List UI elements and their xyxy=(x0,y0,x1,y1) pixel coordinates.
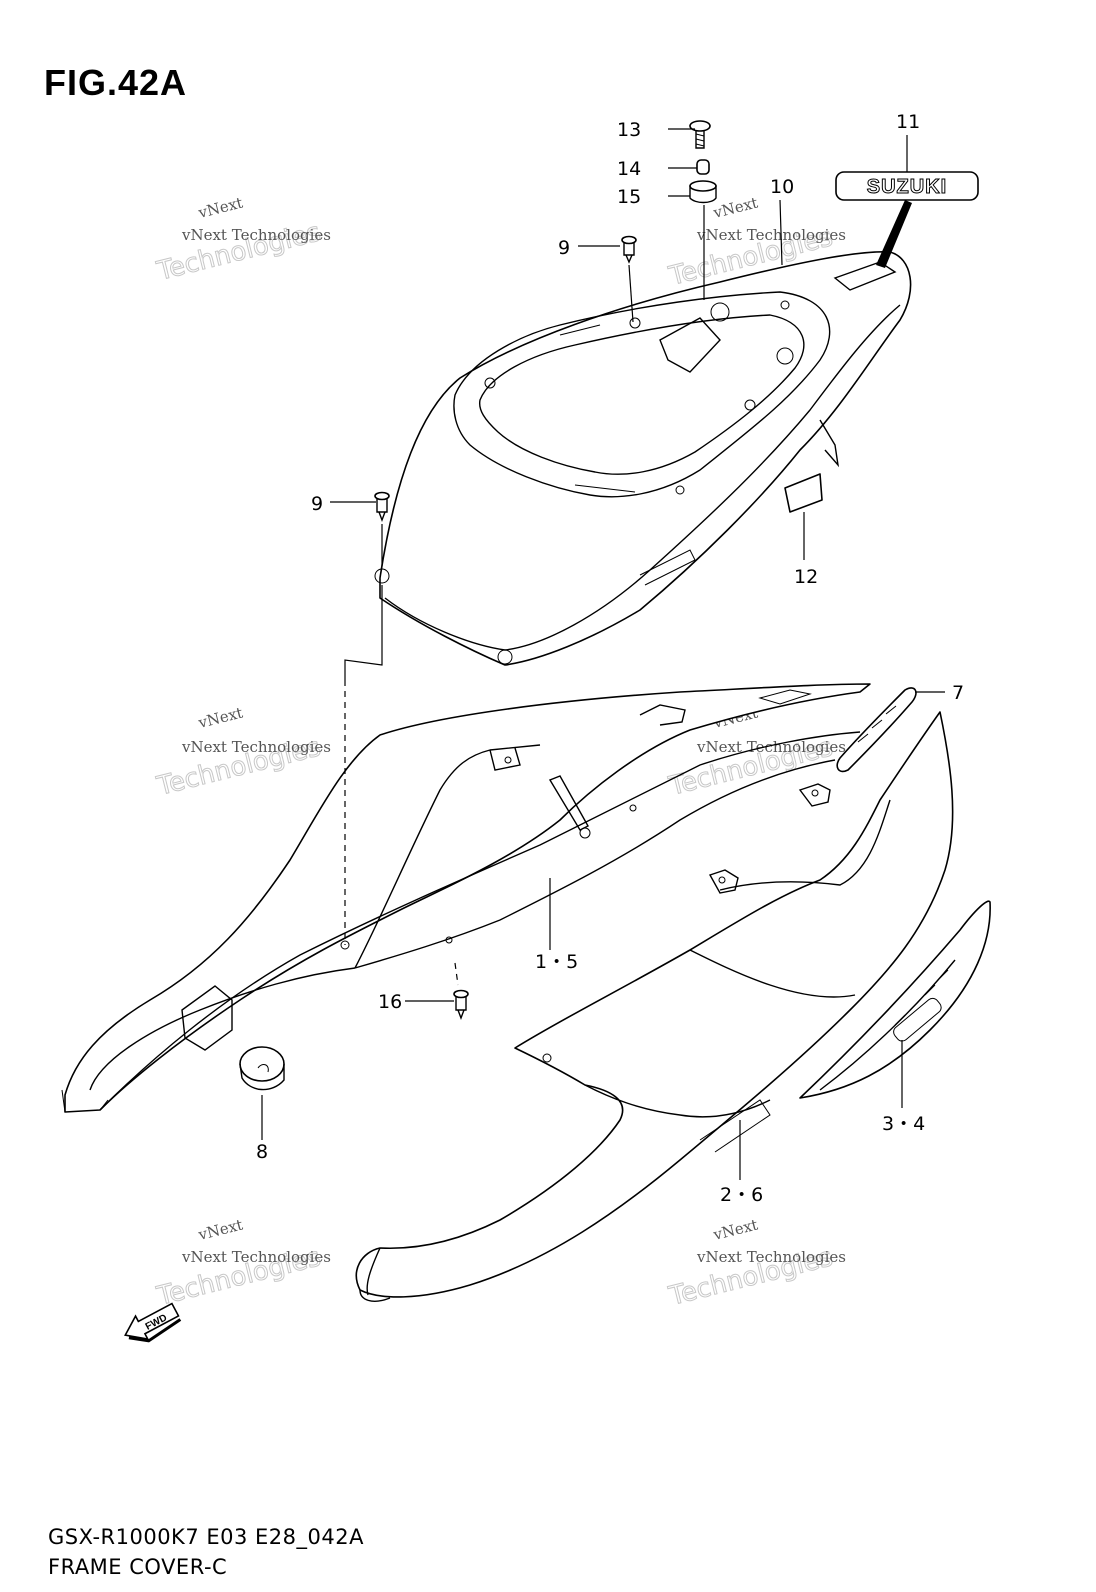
emblem-part-3-4 xyxy=(799,900,991,1099)
callout-7: 7 xyxy=(952,682,964,704)
model-code: GSX-R1000K7 E03 E28_042A xyxy=(48,1525,364,1549)
tail-cowl-upper xyxy=(374,250,912,666)
figure-title: FIG.42A xyxy=(44,62,188,103)
callout-10: 10 xyxy=(770,176,794,198)
callout-16: 16 xyxy=(378,991,402,1013)
watermark-mid-left: Technologies vNext Technologies vNext xyxy=(153,704,331,803)
callout-11: 11 xyxy=(896,111,920,133)
callout-8: 8 xyxy=(256,1141,268,1163)
callout-12: 12 xyxy=(794,566,818,588)
callout-14: 14 xyxy=(617,158,641,180)
callout-2-6: 2・6 xyxy=(720,1184,763,1206)
callout-1-5: 1・5 xyxy=(535,951,578,973)
svg-text:vNext Technologies: vNext Technologies xyxy=(181,738,331,756)
svg-text:vNext Technologies: vNext Technologies xyxy=(181,1248,331,1266)
suzuki-emblem-part-11: SUZUKI xyxy=(835,171,979,268)
svg-text:vNext Technologies: vNext Technologies xyxy=(696,226,846,244)
svg-text:vNext Technologies: vNext Technologies xyxy=(696,1248,846,1266)
emblem-part-7 xyxy=(836,687,917,773)
callout-9-left: 9 xyxy=(311,493,323,515)
screw-part-13 xyxy=(689,120,711,149)
svg-text:vNext: vNext xyxy=(711,194,760,223)
svg-text:vNext Technologies: vNext Technologies xyxy=(696,738,846,756)
section-name: FRAME COVER-C xyxy=(48,1555,228,1579)
reflector-part-12 xyxy=(784,473,823,513)
callout-15: 15 xyxy=(617,186,641,208)
clip-part-16 xyxy=(453,989,469,1020)
svg-text:vNext: vNext xyxy=(711,1216,760,1245)
svg-text:vNext: vNext xyxy=(196,194,245,223)
frame-cover-left-part-1-5 xyxy=(61,683,871,1113)
frame-cover-right-part-2-6 xyxy=(355,711,954,1302)
emblem-label: SUZUKI xyxy=(867,176,947,198)
watermark-bottom-left: Technologies vNext Technologies vNext xyxy=(153,1216,331,1313)
svg-text:vNext Technologies: vNext Technologies xyxy=(181,226,331,244)
clip-part-9-top xyxy=(621,235,637,264)
callout-9-top: 9 xyxy=(558,237,570,259)
svg-text:vNext: vNext xyxy=(196,704,245,733)
callout-13: 13 xyxy=(617,119,641,141)
collar-part-14 xyxy=(696,159,710,175)
callout-3-4: 3・4 xyxy=(882,1113,925,1135)
grommet-part-15 xyxy=(689,180,717,204)
fwd-arrow-icon: FWD xyxy=(124,1302,182,1343)
watermark-bottom-right: Technologies vNext Technologies vNext xyxy=(665,1216,846,1313)
clip-part-9-left xyxy=(374,491,390,522)
svg-text:vNext: vNext xyxy=(196,1216,245,1245)
watermark-top-left: Technologies vNext Technologies vNext xyxy=(153,194,331,288)
grommet-part-8 xyxy=(239,1046,285,1091)
